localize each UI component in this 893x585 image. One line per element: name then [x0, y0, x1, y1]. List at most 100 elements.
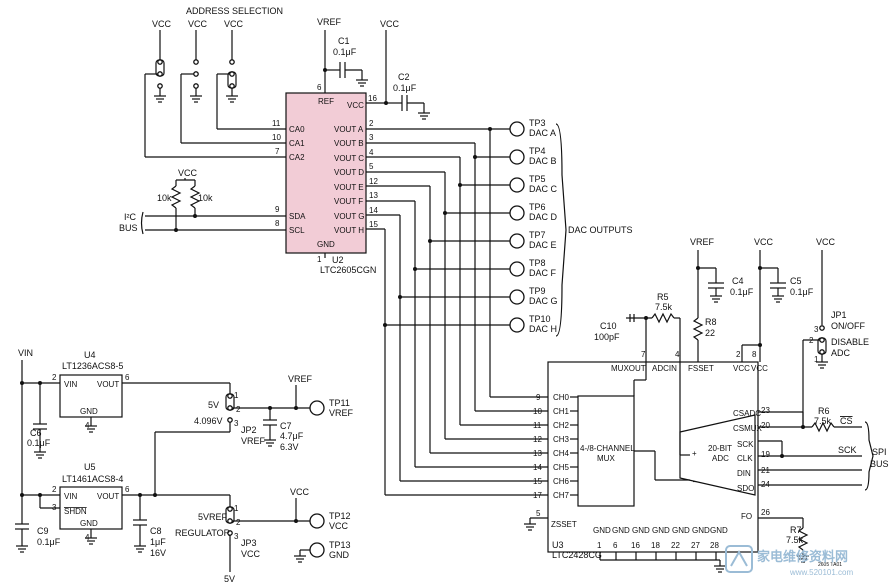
tp-net: DAC F: [529, 268, 557, 278]
u3-pin-num: 9: [536, 393, 541, 402]
tp11-label: TP11: [329, 398, 350, 408]
u3-pin-num: 11: [533, 421, 542, 430]
u3-zs: ZSSET: [551, 520, 577, 529]
u3-pin-name: CH0: [553, 393, 570, 402]
u3-pin-num: 13: [533, 449, 542, 458]
power-dots: [20, 381, 298, 523]
jp2-pin2: 2: [236, 405, 241, 414]
u3-channel-pins: 9 CH0 10 CH1 11 CH2 12 CH3 13 CH4 14 CH5…: [533, 393, 570, 500]
c7-value: 4.7μF: [280, 431, 304, 441]
u2-designator: U2: [332, 255, 344, 265]
jp1-vcc-label: VCC: [816, 237, 836, 247]
u2-pin-name: CA0: [289, 125, 305, 134]
u2-left-pins: 11 CA0 10 CA1 7 CA2 9 SDA 8 SCL: [272, 119, 306, 235]
jp1-pin1: 1: [814, 355, 819, 364]
jp3-pin2: 2: [236, 518, 241, 527]
u2-pin-num: 5: [369, 162, 374, 171]
u3-zs-num: 5: [536, 509, 541, 518]
tp-label: TP7: [529, 230, 546, 240]
tp13-label: TP13: [329, 540, 351, 550]
jp2-opt1: 5V: [208, 400, 219, 410]
i2c-bus-label: BUS: [119, 223, 138, 233]
c4-name: C4: [732, 276, 744, 286]
jp1-pin3: 3: [814, 325, 819, 334]
spi-wiring: [758, 411, 874, 563]
u2-vcc-label: VCC: [380, 19, 400, 29]
zs-gnd-wiring: [524, 517, 726, 573]
u2-pin-num: 14: [369, 206, 378, 215]
u5-vout: VOUT: [97, 492, 119, 501]
u3-adcin-num: 4: [675, 350, 680, 359]
u2-pin-name: VOUT E: [334, 183, 364, 192]
jp3-name: JP3: [241, 538, 257, 548]
vcc-label-a1: VCC: [188, 19, 208, 29]
c7-voltage: 6.3V: [280, 442, 299, 452]
adc-plus: +: [692, 449, 697, 458]
u3-muxout: MUXOUT: [611, 364, 646, 373]
u5-shdn: SHDN: [64, 507, 87, 516]
u3-fs-num: 2: [736, 350, 741, 359]
u2-pin-num: 2: [369, 119, 374, 128]
c1-value: 0.1μF: [333, 47, 357, 57]
u3-gnd-num: 27: [691, 541, 700, 550]
tp-label: TP6: [529, 202, 546, 212]
jp3-pin1: 1: [234, 504, 239, 513]
c8-value: 1μF: [150, 537, 166, 547]
c6-value: 0.1μF: [27, 438, 51, 448]
u3-pin-num: 26: [761, 508, 770, 517]
address-jumpers: [144, 30, 286, 158]
u2-pin-name: CA1: [289, 139, 305, 148]
u3-gnd-pin: GND: [672, 526, 690, 535]
jp3-pin3: 3: [234, 532, 239, 541]
jp3-bottom-label: 5V: [224, 574, 235, 584]
u5-chip-body: [59, 486, 123, 530]
r6-name: R6: [818, 406, 830, 416]
u4-part: LT1236ACS8-5: [62, 361, 123, 371]
u3-pin-num: 23: [761, 406, 770, 415]
u3-pin-name: CH1: [553, 407, 570, 416]
u5-pin-vin: 2: [52, 485, 57, 494]
tp-net: DAC A: [529, 128, 556, 138]
pullup1-value: 10k: [157, 193, 172, 203]
dac-outputs-brace: [555, 123, 567, 337]
test-point-tp13: [309, 542, 325, 558]
u3-supply-wiring: [692, 250, 786, 362]
r7-value: 7.5k: [786, 535, 804, 545]
u4-vin: VIN: [64, 380, 78, 389]
u2-pin-num: 7: [275, 147, 280, 156]
tp-label: TP10: [529, 314, 551, 324]
u2-ref-num: 6: [317, 83, 322, 92]
tp13-net: GND: [329, 550, 350, 560]
u2-pin-name: VOUT A: [334, 125, 364, 134]
u2-vcc-pin: VCC: [347, 101, 364, 110]
u2-pin-num: 8: [275, 219, 280, 228]
u2-supply-wiring: [324, 30, 430, 258]
c4-value: 0.1μF: [730, 287, 754, 297]
tp-net: DAC G: [529, 296, 558, 306]
test-point-tp12: [309, 513, 325, 529]
u2-pin-num: 10: [272, 133, 281, 142]
u2-pin-name: VOUT C: [334, 154, 364, 163]
u3-pin-name: CH5: [553, 463, 570, 472]
tp-label: TP4: [529, 146, 546, 156]
u3-pin-name: CH2: [553, 421, 570, 430]
pullup-vcc-label: VCC: [178, 168, 198, 178]
dac-outputs-label: DAC OUTPUTS: [568, 225, 633, 235]
jp2-pin1: 1: [234, 391, 239, 400]
u3-pin-name: SCK: [737, 440, 754, 449]
tp-net: DAC D: [529, 212, 558, 222]
spi-cs-label: CS: [840, 416, 853, 426]
u2-pin-num: 3: [369, 133, 374, 142]
u3-channel-stubs: [570, 396, 578, 496]
u3-gnd-pin: GND: [710, 526, 728, 535]
u4-chip-body: [59, 374, 123, 418]
u2-pin-name: SDA: [289, 212, 306, 221]
mux-label-1: 4-/8-CHANNEL: [580, 444, 635, 453]
c7-name: C7: [280, 421, 292, 431]
figure-id: 2605 TA01: [818, 562, 842, 568]
i2c-wiring: [140, 178, 286, 235]
u4-pin-vout: 6: [125, 373, 130, 382]
u3-pin-num: 20: [761, 421, 770, 430]
u3-gnd-pin: GND: [632, 526, 650, 535]
c8-voltage: 16V: [150, 548, 166, 558]
